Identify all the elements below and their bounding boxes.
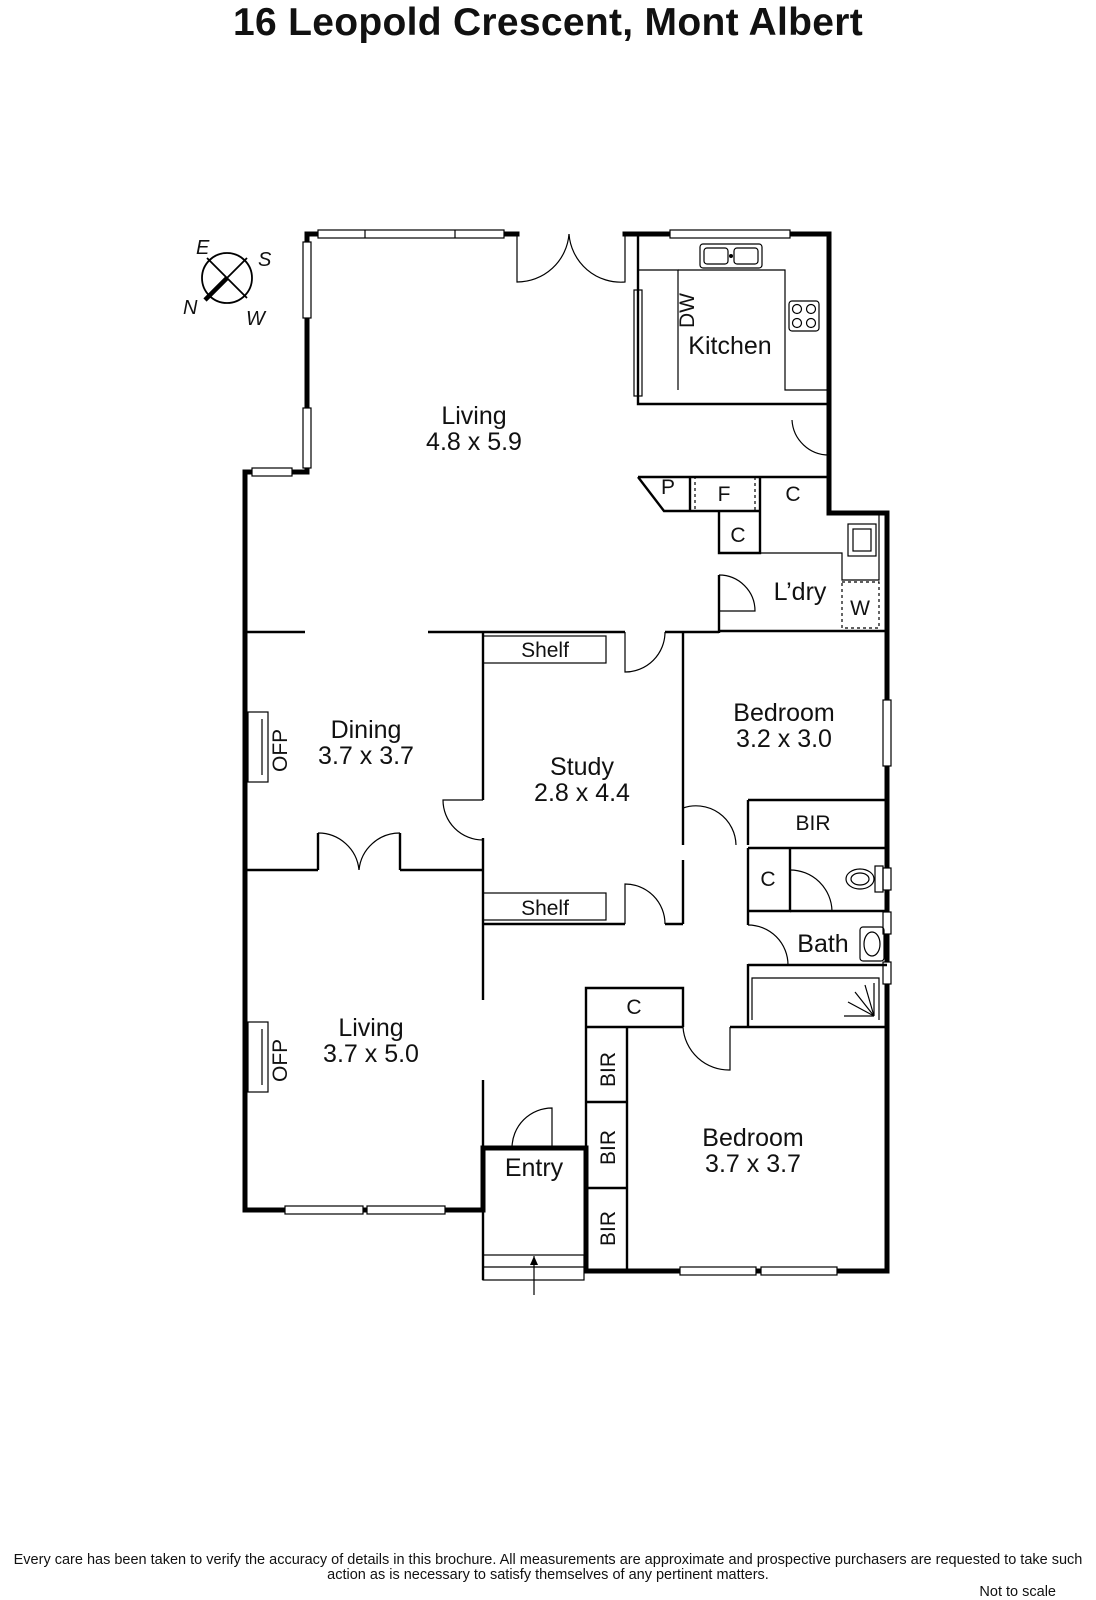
disclaimer: Every care has been taken to verify the … [13,1552,1083,1583]
bedroom-1-size: 3.2 x 3.0 [736,725,832,753]
toilet-icon [845,865,884,893]
fixtures [699,243,885,1017]
exterior-walls [242,231,890,1274]
bedroom-2-size: 3.7 x 3.7 [705,1150,801,1178]
kitchen-name: Kitchen [688,332,771,360]
dining-size: 3.7 x 3.7 [318,742,414,770]
fireplace-label-living: OFP [269,1039,292,1082]
bir-label-1: BIR [597,1052,620,1087]
study-size: 2.8 x 4.4 [534,779,630,807]
living-main-size: 4.8 x 5.9 [426,428,522,456]
compass-east-label: E [196,237,210,259]
bir-label-3: BIR [597,1211,620,1246]
page-title: 16 Leopold Crescent, Mont Albert [232,1,864,44]
scale-note: Not to scale [979,1584,1056,1600]
shelf-label-top: Shelf [521,639,569,662]
bedroom-2-name: Bedroom [702,1124,803,1152]
bedroom-1-name: Bedroom [733,699,834,727]
washer-label: W [850,597,870,620]
dining-name: Dining [331,716,402,744]
shower-icon [844,983,875,1017]
cupboard-label-kitchen: C [785,483,800,506]
compass-icon: E S N W [183,237,272,330]
trough-icon [847,523,877,557]
fireplace-label-dining: OFP [269,729,292,772]
bir-label-2: BIR [597,1130,620,1165]
compass-west-label: W [246,308,267,330]
living-front-name: Living [338,1014,403,1042]
dishwasher-label: DW [676,293,699,328]
bath-name: Bath [797,930,848,958]
study-name: Study [550,753,614,781]
vanity-basin-icon [859,926,885,962]
compass-north-label: N [183,297,198,319]
entry-name: Entry [505,1154,564,1182]
bir-label-bedroom-1: BIR [795,812,830,835]
fridge-label: F [718,483,731,506]
compass-south-label: S [258,249,272,271]
interior-walls [245,234,887,1295]
living-main-name: Living [441,402,506,430]
cupboard-label-bedroom-2: C [626,996,641,1019]
cooktop-icon [788,300,820,332]
laundry-name: L’dry [774,578,827,606]
cupboard-label-hall: C [760,868,775,891]
room-labels: Living 4.8 x 5.9 Kitchen DW P F C C L’dr… [269,293,870,1246]
shelf-label-bottom: Shelf [521,897,569,920]
living-front-size: 3.7 x 5.0 [323,1040,419,1068]
sink-icon [699,243,763,269]
cupboard-label-laundry: C [730,524,745,547]
door-swings [317,233,833,1149]
pantry-label: P [661,476,675,499]
